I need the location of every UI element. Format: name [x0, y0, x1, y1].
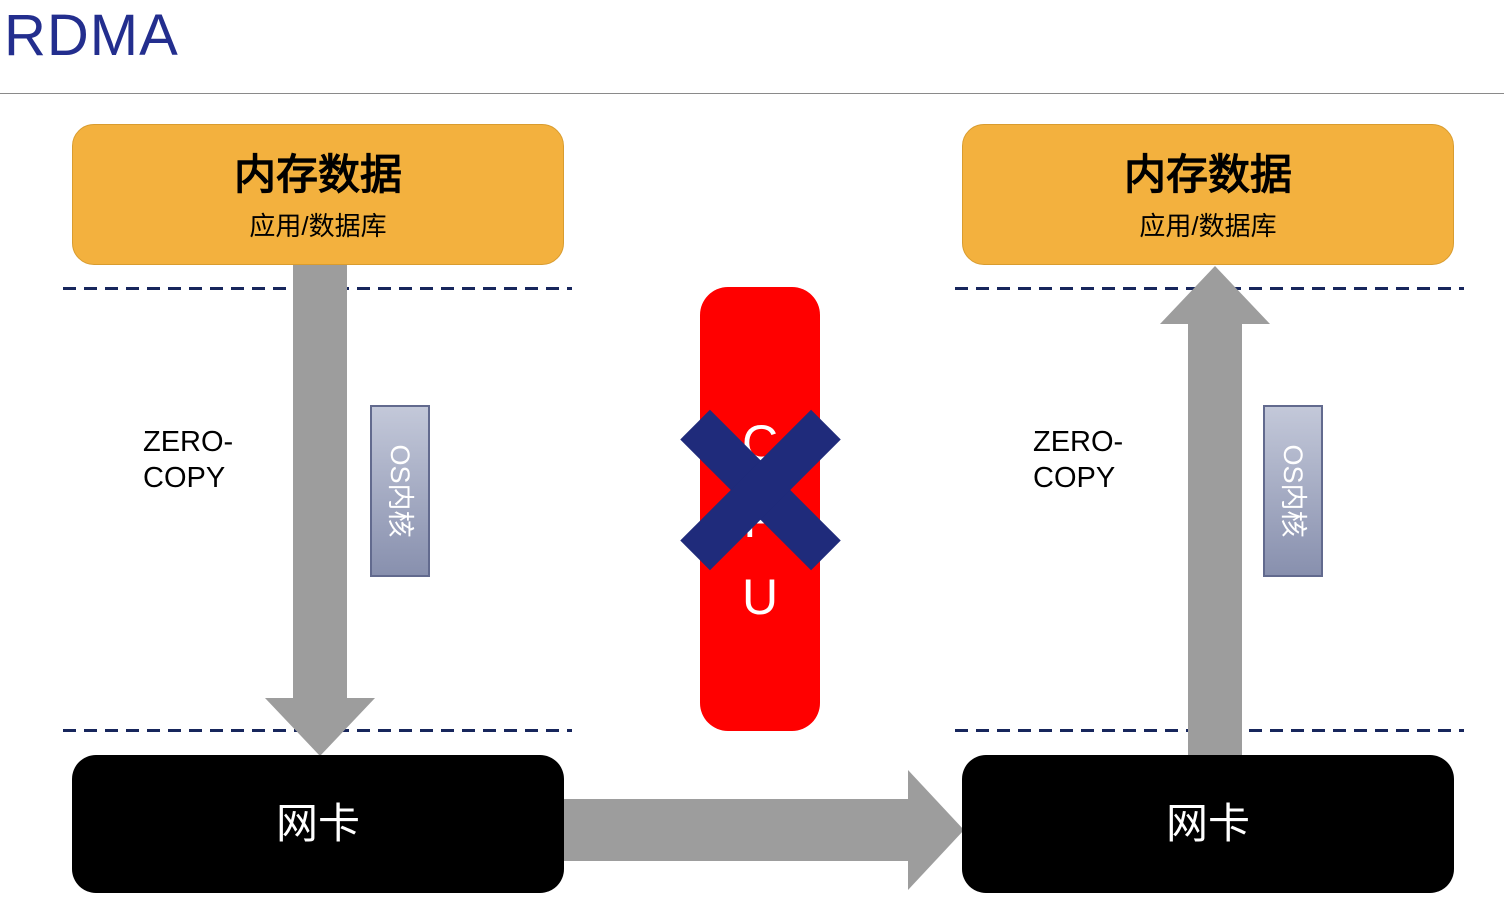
right-nic-label: 网卡 [1165, 800, 1250, 847]
left-nic-box: 网卡 [72, 755, 564, 893]
left-down-arrow-shaft [293, 262, 347, 700]
title-divider [0, 93, 1504, 94]
right-os-kernel-label: OS内核 [1278, 444, 1308, 538]
right-zero-copy-label: ZERO- COPY [1033, 424, 1123, 497]
right-nic-box: 网卡 [962, 755, 1454, 893]
right-zero-copy-line1: ZERO- [1033, 426, 1124, 458]
left-memory-subtitle: 应用/数据库 [249, 211, 387, 241]
right-memory-title: 内存数据 [1123, 151, 1292, 198]
left-os-kernel-box: OS内核 [370, 405, 430, 577]
left-zero-copy-label: ZERO- COPY [143, 424, 233, 497]
right-zero-copy-line2: COPY [1033, 462, 1116, 495]
right-os-kernel-box: OS内核 [1263, 405, 1323, 577]
right-up-arrow-shaft [1188, 322, 1242, 760]
left-os-kernel-label: OS内核 [385, 444, 415, 538]
right-up-arrow-head [1160, 266, 1270, 324]
left-zero-copy-line1: ZERO- [143, 426, 234, 458]
nic-transfer-arrow-head [908, 770, 964, 890]
left-nic-label: 网卡 [275, 800, 360, 847]
left-down-arrow-head [265, 698, 375, 756]
left-memory-title: 内存数据 [233, 151, 402, 198]
cpu-letter-u: U [741, 569, 779, 625]
left-zero-copy-line2: COPY [143, 462, 226, 495]
left-memory-data-box: 内存数据 应用/数据库 [72, 124, 564, 265]
right-memory-subtitle: 应用/数据库 [1139, 211, 1277, 241]
page-title: RDMA [4, 3, 179, 68]
nic-transfer-arrow-shaft [560, 799, 910, 861]
right-memory-data-box: 内存数据 应用/数据库 [962, 124, 1454, 265]
